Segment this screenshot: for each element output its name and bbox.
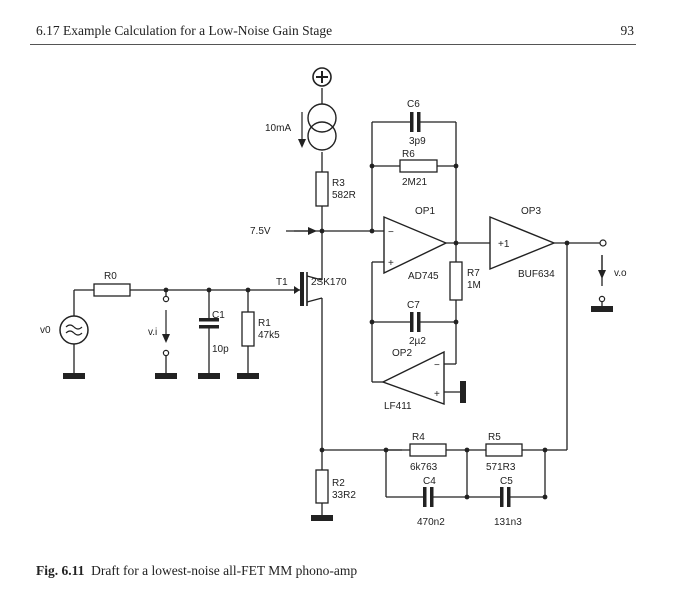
t1-part: 2SK170 [311,277,347,288]
signal-source-icon [59,315,89,345]
ground-icon [311,515,333,521]
op2-plus-sign: + [434,389,440,400]
r2-ref: R2 [332,478,345,489]
opamp-op3 [489,215,556,271]
terminals [162,239,607,357]
capacitor-c1 [199,318,219,329]
r7-value: 1M [467,280,481,291]
op3-gain-label: +1 [498,239,510,250]
r5-value: 571R3 [486,462,516,473]
ground-icon [237,373,259,379]
caption-label: Fig. 6.11 [36,563,85,578]
resistor-r6 [399,159,438,173]
ground-icon [591,306,613,312]
op1-ref: OP1 [415,206,435,217]
c7-value: 2µ2 [409,336,426,347]
r2-value: 33R2 [332,490,356,501]
c7-ref: C7 [407,300,420,311]
r4-ref: R4 [412,432,425,443]
r0-ref: R0 [104,271,117,282]
r4-value: 6k763 [410,462,438,473]
figure-caption: Fig. 6.11 Draft for a lowest-noise all-F… [36,563,357,579]
schematic-figure: 10mA [40,67,627,528]
resistor-r1 [241,311,255,347]
supply-plus-icon [312,67,332,87]
resistor-r4 [409,443,447,457]
r1-value: 47k5 [258,330,280,341]
vi-arrow-icon [162,310,170,343]
c4-value: 470n2 [417,517,445,528]
running-head: 6.17 Example Calculation for a Low-Noise… [36,23,333,38]
bias-arrow-icon [286,227,317,235]
supply-current-label: 10mA [265,123,291,134]
r5-ref: R5 [488,432,501,443]
output-node-label: v.o [614,268,627,279]
ground-symbols [63,306,613,521]
op1-part: AD745 [408,271,439,282]
ground-icon [198,373,220,379]
jfet-t1 [290,272,308,306]
source-label: v0 [40,325,51,336]
opamp-op1 [383,215,448,275]
ground-icon [155,373,177,379]
junction-dots [163,163,570,500]
opamp-op2 [381,350,445,405]
ground-icon [460,381,466,403]
op1-plus-sign: + [388,258,394,269]
c6-ref: C6 [407,99,420,110]
page-number: 93 [620,23,635,38]
r1-ref: R1 [258,318,271,329]
c4-ref: C4 [423,476,436,487]
r3-ref: R3 [332,178,345,189]
capacitor-c4 [423,487,434,507]
op3-ref: OP3 [521,206,541,217]
c6-value: 3p9 [409,136,426,147]
c1-ref: C1 [212,310,225,321]
resistor-r0 [93,283,131,297]
caption-text: Draft for a lowest-noise all-FET MM phon… [91,563,358,578]
capacitor-c6 [410,112,421,132]
input-node-label: v.i [148,327,157,338]
resistor-r2 [315,469,329,504]
resistor-r5 [485,443,523,457]
op1-minus-sign: − [388,227,394,238]
t1-ref: T1 [276,277,288,288]
wires [73,88,603,515]
page-header: 6.17 Example Calculation for a Low-Noise… [30,22,636,45]
r7-ref: R7 [467,268,480,279]
op3-part: BUF634 [518,269,555,280]
op2-part: LF411 [384,401,412,412]
r6-value: 2M21 [402,177,427,188]
capacitor-c7 [410,312,421,332]
resistor-r7 [449,261,463,301]
c5-ref: C5 [500,476,513,487]
current-source-icon [298,103,337,151]
c1-value: 10p [212,344,229,355]
r3-value: 582R [332,190,356,201]
resistor-r3 [315,171,329,207]
op2-ref: OP2 [392,348,412,359]
bias-voltage-label: 7.5V [250,226,271,237]
vo-arrow-icon [598,255,606,279]
ground-icon [63,373,85,379]
c5-value: 131n3 [494,517,522,528]
capacitor-c5 [500,487,511,507]
op2-minus-sign: − [434,360,440,371]
r6-ref: R6 [402,149,415,160]
